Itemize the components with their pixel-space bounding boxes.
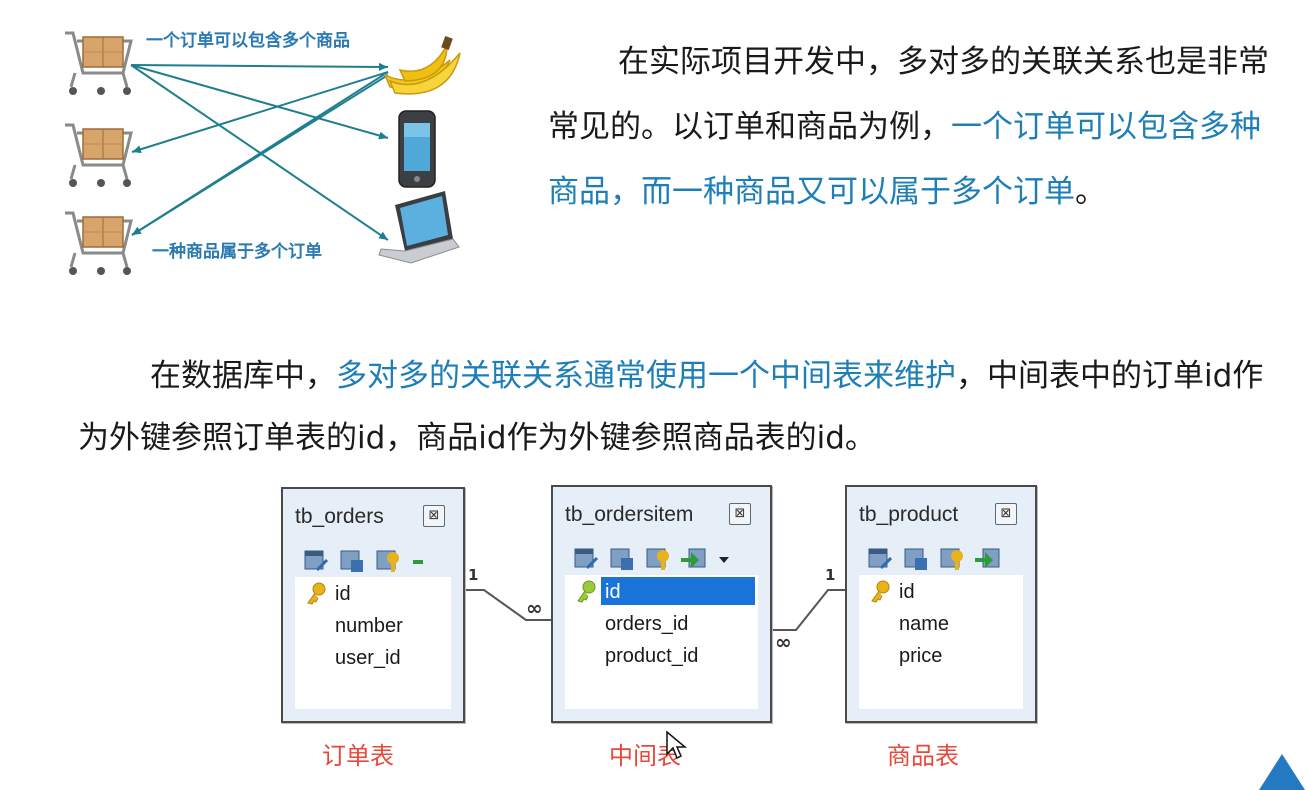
table-save-icon[interactable]	[339, 548, 365, 574]
table-title: tb_orders	[295, 505, 384, 528]
field-user-id[interactable]: user_id	[335, 647, 401, 669]
field-pk[interactable]: id	[335, 583, 351, 605]
key-icon[interactable]	[375, 548, 401, 574]
shopping-cart-icon	[63, 211, 133, 277]
table-toolbar	[867, 543, 1001, 575]
field-orders-id[interactable]: orders_id	[605, 613, 689, 635]
table-save-icon[interactable]	[609, 546, 635, 572]
field-list: id name price	[859, 575, 1023, 709]
paragraph-intro-text: 在实际项目开发中，多对多的关联关系也是非常常见的。以订单和商品为例，	[548, 44, 1269, 145]
relationship-lines	[464, 589, 848, 631]
diagram-label-bottom: 一种商品属于多个订单	[152, 242, 322, 262]
caption-product-table: 商品表	[887, 742, 959, 770]
caption-orders-table: 订单表	[322, 742, 394, 770]
phone-icon	[398, 110, 436, 188]
import-icon[interactable]	[411, 548, 423, 574]
table-title: tb_product	[859, 503, 959, 526]
paragraph-database-highlight: 多对多的关联关系通常使用一个中间表来维护	[336, 358, 956, 394]
shopping-cart-icon	[63, 31, 133, 97]
next-slide-triangle-icon[interactable]	[1258, 752, 1307, 790]
import-icon[interactable]	[681, 546, 707, 572]
table-toolbar	[573, 543, 731, 575]
chevron-down-icon[interactable]	[717, 546, 731, 572]
paragraph-intro-end: 。	[1075, 174, 1106, 210]
field-pk[interactable]: id	[899, 581, 915, 603]
table-toolbar	[303, 545, 423, 577]
close-icon[interactable]: ⊠	[423, 505, 445, 527]
table-tb-orders[interactable]: tb_orders ⊠ id number user_id	[281, 487, 465, 723]
field-list: id orders_id product_id	[565, 575, 758, 709]
laptop-icon	[378, 191, 460, 264]
shopping-cart-icon	[63, 123, 133, 189]
field-list: id number user_id	[295, 577, 451, 709]
close-icon[interactable]: ⊠	[729, 503, 751, 525]
diagram-label-top: 一个订单可以包含多个商品	[146, 31, 350, 51]
paragraph-intro-highlight: 一个订单可以包含多种商品，而一种商品又可以属于多个订单	[548, 109, 1261, 210]
field-pk[interactable]: id	[605, 581, 621, 603]
key-icon[interactable]	[645, 546, 671, 572]
paragraph-database: 在数据库中，多对多的关联关系通常使用一个中间表来维护，中间表中的订单id作为外键…	[78, 345, 1270, 469]
field-number[interactable]: number	[335, 615, 403, 637]
close-icon[interactable]: ⊠	[995, 503, 1017, 525]
association-arrows	[130, 62, 389, 241]
key-icon[interactable]	[939, 546, 965, 572]
table-tb-ordersitem[interactable]: tb_ordersitem ⊠ id orders_id product_id	[551, 485, 772, 723]
relation-one-right: 1	[825, 566, 836, 584]
table-save-icon[interactable]	[903, 546, 929, 572]
table-edit-icon[interactable]	[303, 548, 329, 574]
paragraph-database-text: 在数据库中，	[150, 358, 336, 394]
table-edit-icon[interactable]	[867, 546, 893, 572]
order-product-diagram	[63, 31, 461, 277]
relation-many-right: ∞	[775, 630, 792, 654]
banana-icon	[383, 35, 461, 95]
primary-key-icon	[305, 581, 329, 609]
table-tb-product[interactable]: tb_product ⊠ id name price	[845, 485, 1037, 723]
relation-many-left: ∞	[526, 596, 543, 620]
primary-key-icon	[575, 579, 599, 607]
paragraph-intro: 在实际项目开发中，多对多的关联关系也是非常常见的。以订单和商品为例，一个订单可以…	[548, 30, 1270, 225]
paragraph-database-end: ，中间表中的订单id作为外键参照订单表的id，商品id作为外键参照商品表的id。	[78, 358, 1264, 456]
field-price[interactable]: price	[899, 645, 943, 667]
selected-row-highlight	[601, 577, 755, 605]
mouse-cursor-icon	[666, 730, 688, 760]
primary-key-icon	[869, 579, 893, 607]
relation-one-left: 1	[468, 566, 479, 584]
import-icon[interactable]	[975, 546, 1001, 572]
table-edit-icon[interactable]	[573, 546, 599, 572]
table-title: tb_ordersitem	[565, 503, 694, 526]
field-product-id[interactable]: product_id	[605, 645, 699, 667]
field-name[interactable]: name	[899, 613, 950, 635]
